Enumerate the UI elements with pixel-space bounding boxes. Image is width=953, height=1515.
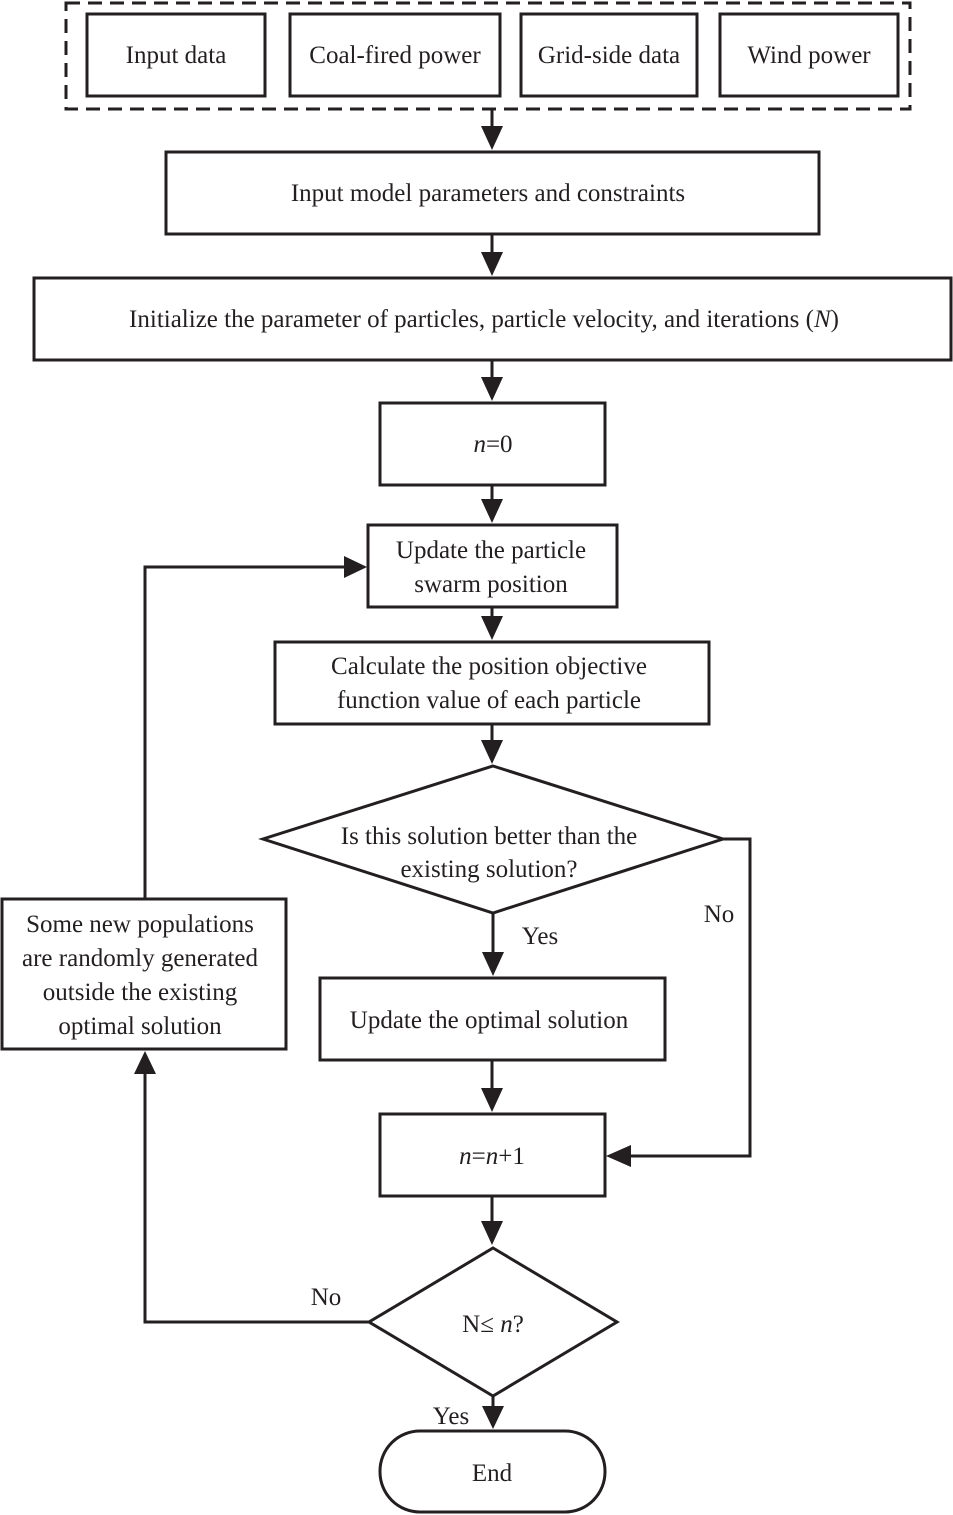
new-populations-line3: outside the existing	[43, 979, 238, 1006]
decision-better-line1: Is this solution better than the	[341, 823, 637, 850]
coal-fired-label: Coal-fired power	[309, 42, 481, 69]
decision-iter-label: N≤ n?	[462, 1311, 524, 1338]
arrowhead	[481, 1088, 503, 1112]
arrowhead	[481, 377, 503, 401]
model-params-box	[164, 150, 821, 236]
update-optimal-box	[318, 976, 667, 1062]
coal-fired-box	[288, 12, 502, 98]
increment-box	[378, 1112, 607, 1198]
yes-iter-label: Yes	[433, 1403, 469, 1430]
model-params-label: Input model parameters and constraints	[291, 180, 685, 207]
update-position-box	[366, 523, 619, 609]
end-label: End	[472, 1460, 513, 1487]
arrowhead	[481, 126, 503, 150]
increment-label: n=n+1	[459, 1143, 525, 1170]
initialize-box	[32, 276, 953, 362]
new-populations-line1: Some new populations	[26, 911, 254, 938]
arrowhead	[481, 1221, 503, 1245]
connector-no-to-populations	[143, 1072, 369, 1324]
new-populations-line2: are randomly generated	[22, 945, 258, 972]
grid-side-label: Grid-side data	[538, 42, 680, 69]
connector-populations-to-update	[143, 565, 346, 899]
arrowhead	[481, 740, 503, 764]
decision-better-line2: existing solution?	[400, 856, 577, 883]
wind-power-label: Wind power	[747, 42, 871, 69]
arrowhead	[482, 1406, 504, 1429]
input-data-box	[85, 12, 267, 98]
arrowhead	[344, 556, 367, 578]
arrowhead	[606, 1145, 631, 1167]
arrowhead	[482, 952, 504, 976]
update-position-line2: swarm position	[414, 571, 568, 598]
calculate-line1: Calculate the position objective	[331, 653, 647, 680]
n-zero-label: n=0	[473, 431, 512, 458]
no-better-label: No	[704, 901, 735, 928]
n-zero-box	[378, 401, 607, 487]
arrowhead	[481, 252, 503, 276]
yes-better-label: Yes	[522, 923, 558, 950]
new-populations-line4: optimal solution	[58, 1013, 222, 1040]
initialize-label: Initialize the parameter of particles, p…	[129, 306, 839, 333]
input-group-frame	[64, 1, 912, 111]
update-position-line1: Update the particle	[396, 537, 586, 564]
arrowhead	[134, 1051, 156, 1074]
update-optimal-label: Update the optimal solution	[350, 1007, 629, 1034]
new-populations-box	[0, 897, 288, 1051]
no-iter-label: No	[311, 1284, 342, 1311]
connector-no-to-increment	[627, 837, 752, 1158]
calculate-line2: function value of each particle	[337, 687, 641, 714]
grid-side-box	[519, 12, 699, 98]
input-data-label: Input data	[126, 42, 227, 69]
arrowhead	[481, 616, 503, 640]
end-terminator	[378, 1429, 607, 1514]
wind-power-box	[718, 12, 900, 98]
arrowhead	[481, 499, 503, 523]
